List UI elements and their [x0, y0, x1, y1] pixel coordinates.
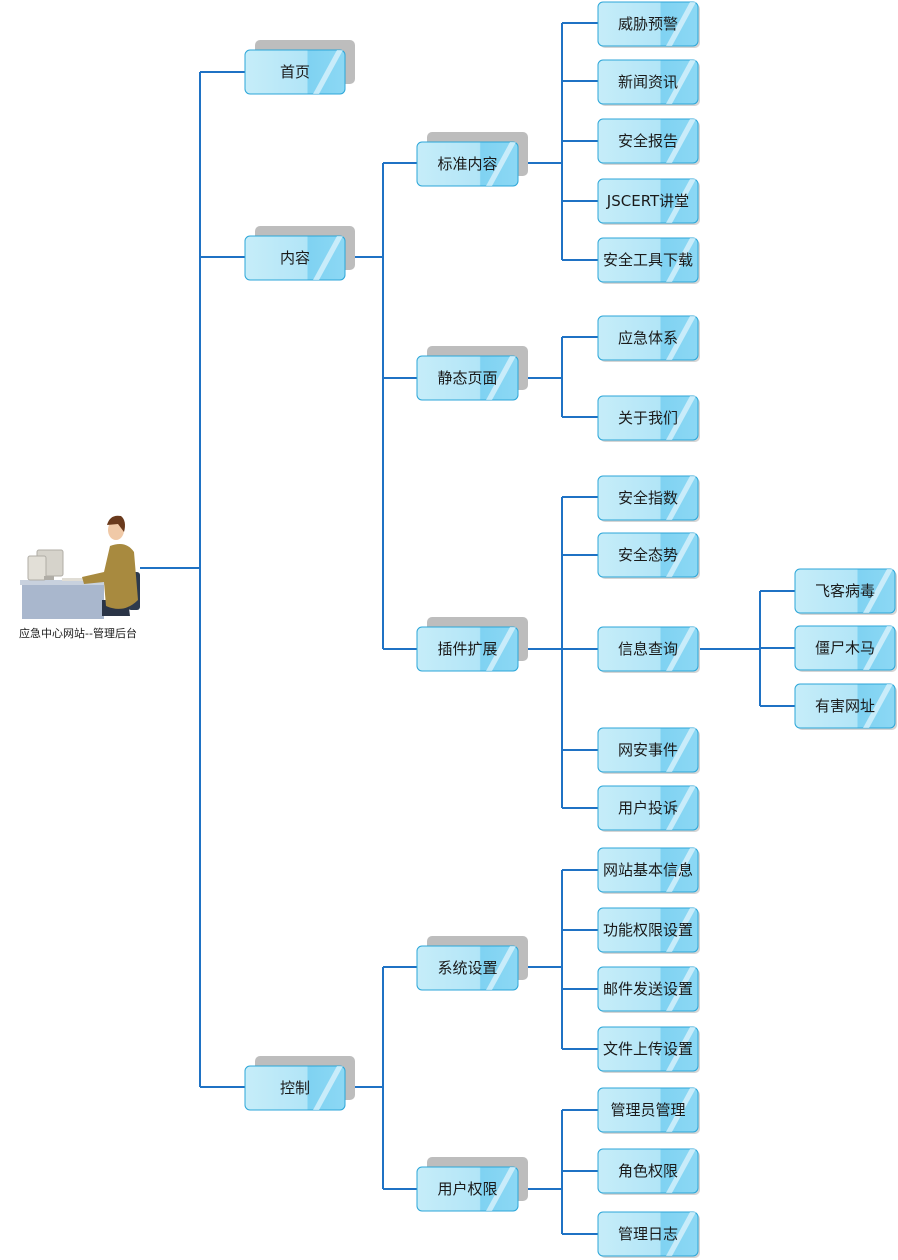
node-label: 信息查询	[618, 640, 678, 658]
node-label: 关于我们	[618, 409, 678, 427]
node-jscert-lecture[interactable]: JSCERT讲堂	[597, 178, 700, 225]
node-label: 功能权限设置	[603, 921, 693, 939]
node-gloss	[666, 627, 696, 671]
node-control[interactable]: 控制	[244, 1056, 355, 1111]
node-user-complaints[interactable]: 用户投诉	[597, 785, 700, 832]
node-label: 角色权限	[618, 1162, 678, 1180]
node-gloss	[486, 356, 516, 400]
node-gloss	[863, 569, 893, 613]
node-gloss	[863, 684, 893, 728]
node-gloss	[666, 476, 696, 520]
node-gloss	[666, 1149, 696, 1193]
node-label: 有害网址	[815, 697, 875, 715]
node-gloss	[666, 316, 696, 360]
node-zombie-trojan[interactable]: 僵尸木马	[794, 625, 897, 672]
node-label: 插件扩展	[437, 640, 497, 658]
node-gloss	[666, 238, 696, 282]
node-emergency-system[interactable]: 应急体系	[597, 315, 700, 362]
node-security-report[interactable]: 安全报告	[597, 118, 700, 165]
node-gloss	[666, 1212, 696, 1256]
connector-lines	[140, 22, 795, 1235]
node-admin-log[interactable]: 管理日志	[597, 1211, 700, 1258]
node-home[interactable]: 首页	[244, 40, 355, 95]
node-label: 应急体系	[618, 329, 678, 347]
node-static-pages[interactable]: 静态页面	[416, 346, 528, 401]
node-gloss	[666, 967, 696, 1011]
node-label: 安全指数	[618, 489, 678, 507]
node-gloss	[666, 396, 696, 440]
node-role-permissions[interactable]: 角色权限	[597, 1148, 700, 1195]
node-gloss	[666, 908, 696, 952]
node-label: 邮件发送设置	[603, 980, 693, 998]
node-gloss	[666, 1088, 696, 1132]
node-label: 飞客病毒	[815, 582, 875, 600]
node-label: 管理日志	[618, 1225, 678, 1243]
node-gloss	[666, 728, 696, 772]
person-at-computer-icon	[20, 515, 140, 619]
node-gloss	[313, 50, 343, 94]
node-label: 首页	[280, 63, 310, 81]
node-user-permissions[interactable]: 用户权限	[416, 1157, 528, 1212]
node-label: 静态页面	[437, 369, 497, 387]
node-gloss	[666, 786, 696, 830]
node-gloss	[313, 1066, 343, 1110]
node-security-situation[interactable]: 安全态势	[597, 532, 700, 579]
node-standard-content[interactable]: 标准内容	[416, 132, 528, 187]
node-mail-settings[interactable]: 邮件发送设置	[597, 966, 700, 1013]
node-plugin-ext[interactable]: 插件扩展	[416, 617, 528, 672]
node-threat-warning[interactable]: 威胁预警	[597, 1, 700, 48]
node-gloss	[486, 946, 516, 990]
node-news[interactable]: 新闻资讯	[597, 59, 700, 106]
node-about-us[interactable]: 关于我们	[597, 395, 700, 442]
node-label: 用户权限	[437, 1180, 497, 1198]
node-gloss	[666, 179, 696, 223]
node-gloss	[666, 848, 696, 892]
node-admin-management[interactable]: 管理员管理	[597, 1087, 700, 1134]
node-gloss	[666, 1027, 696, 1071]
node-info-query[interactable]: 信息查询	[597, 626, 700, 673]
node-label: 系统设置	[437, 959, 497, 977]
node-label: JSCERT讲堂	[606, 192, 689, 210]
node-gloss	[486, 142, 516, 186]
node-content[interactable]: 内容	[244, 226, 355, 281]
node-label: 管理员管理	[610, 1101, 685, 1119]
node-label: 安全态势	[618, 546, 678, 564]
node-gloss	[666, 533, 696, 577]
node-system-settings[interactable]: 系统设置	[416, 936, 528, 991]
node-label: 内容	[280, 249, 310, 267]
root-node: 应急中心网站--管理后台	[19, 515, 140, 640]
node-label: 用户投诉	[618, 799, 678, 817]
node-malicious-url[interactable]: 有害网址	[794, 683, 897, 730]
root-label: 应急中心网站--管理后台	[19, 626, 137, 640]
node-gloss	[486, 1167, 516, 1211]
node-label: 网安事件	[618, 741, 678, 759]
node-label: 威胁预警	[618, 15, 678, 33]
node-label: 控制	[280, 1079, 310, 1097]
node-label: 安全工具下载	[603, 251, 693, 269]
node-label: 新闻资讯	[618, 73, 678, 91]
node-hacker-virus[interactable]: 飞客病毒	[794, 568, 897, 615]
node-gloss	[666, 119, 696, 163]
node-label: 安全报告	[618, 132, 678, 150]
node-label: 僵尸木马	[815, 639, 875, 657]
node-function-permissions[interactable]: 功能权限设置	[597, 907, 700, 954]
node-label: 文件上传设置	[603, 1040, 693, 1058]
node-security-index[interactable]: 安全指数	[597, 475, 700, 522]
node-security-tools[interactable]: 安全工具下载	[597, 237, 700, 284]
node-gloss	[486, 627, 516, 671]
node-gloss	[863, 626, 893, 670]
node-gloss	[666, 60, 696, 104]
node-label: 标准内容	[437, 155, 497, 173]
node-gloss	[666, 2, 696, 46]
node-gloss	[313, 236, 343, 280]
node-site-basic-info[interactable]: 网站基本信息	[597, 847, 700, 894]
node-label: 网站基本信息	[603, 861, 693, 879]
node-cyber-events[interactable]: 网安事件	[597, 727, 700, 774]
node-upload-settings[interactable]: 文件上传设置	[597, 1026, 700, 1073]
